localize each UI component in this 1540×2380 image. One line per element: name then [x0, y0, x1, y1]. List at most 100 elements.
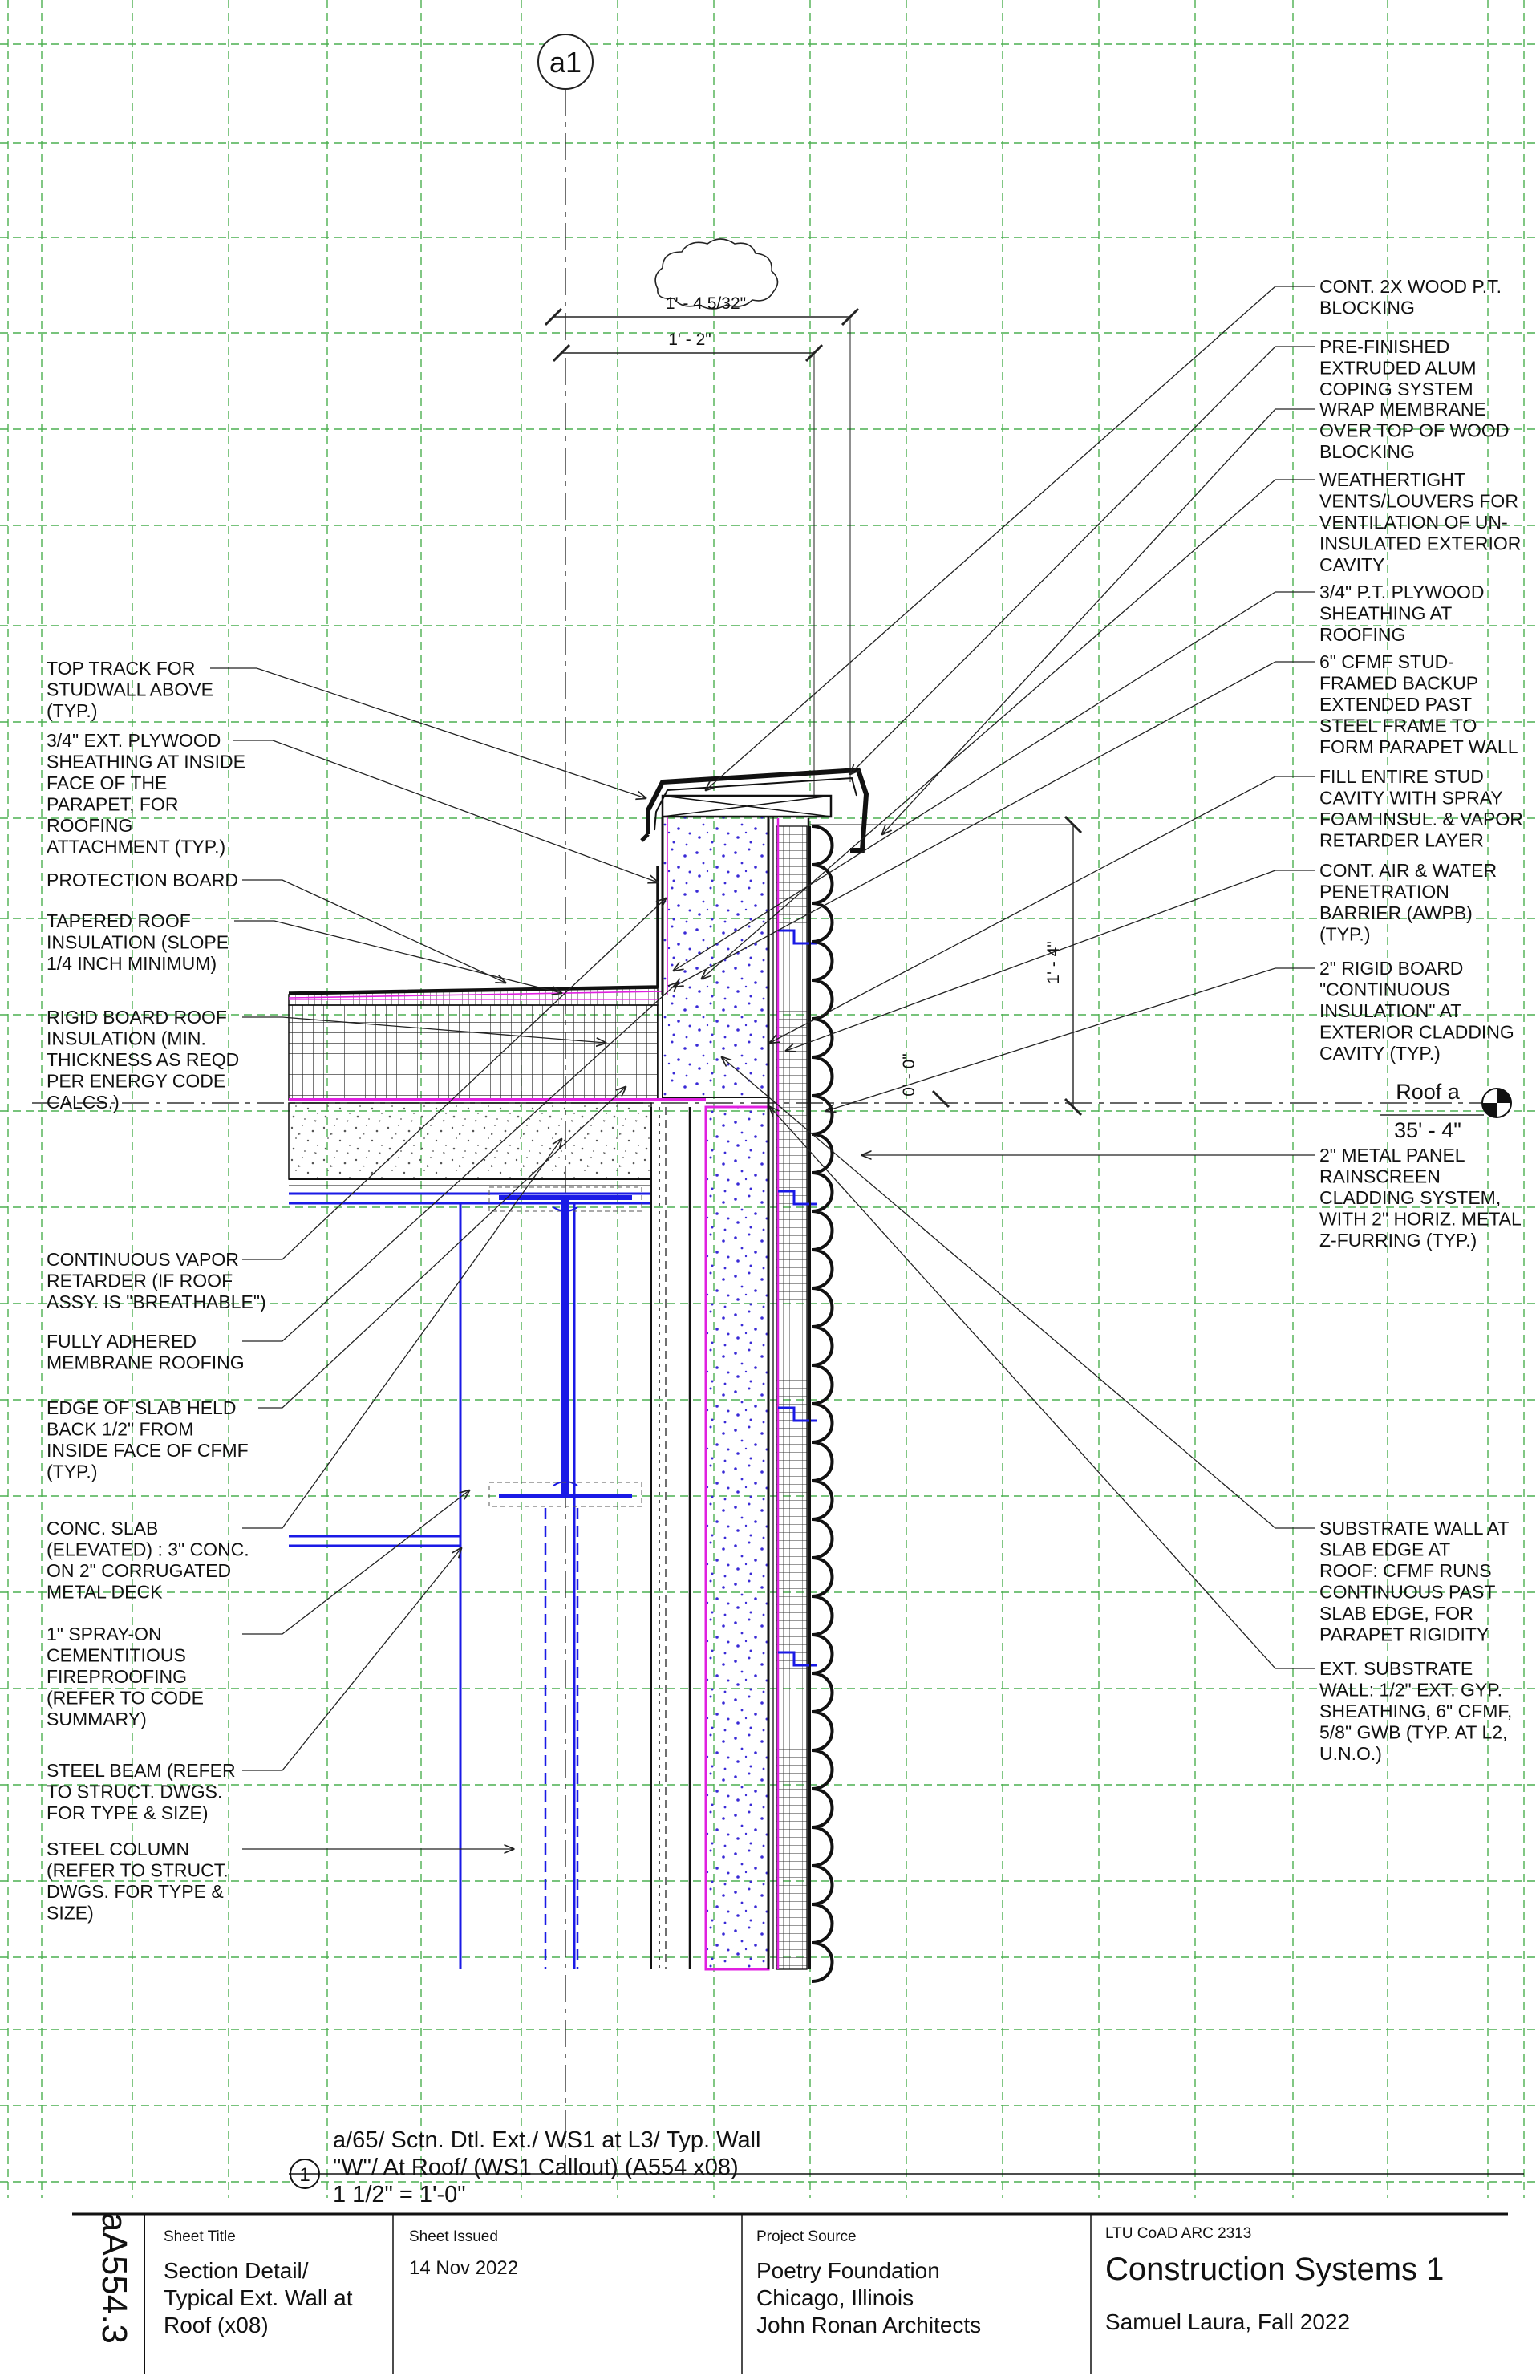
sheet-issued-label: Sheet Issued: [409, 2228, 498, 2245]
note-right-12-line: 5/8" GWB (TYP. AT L2,: [1319, 1722, 1507, 1743]
author: Samuel Laura, Fall 2022: [1105, 2309, 1350, 2334]
roof-membrane: [288, 866, 659, 995]
note-left-8-line: EDGE OF SLAB HELD: [47, 1397, 236, 1418]
note-left-4-line: 1/4 INCH MINIMUM): [47, 953, 217, 974]
level-name: Roof a: [1396, 1080, 1461, 1104]
note-right-7-line: CAVITY WITH SPRAY: [1319, 788, 1503, 809]
note-left-2-line: PARAPET, FOR: [47, 794, 178, 815]
note-left-2-line: FACE OF THE: [47, 772, 167, 793]
note-right-4-line: INSULATED EXTERIOR: [1319, 533, 1521, 554]
note-left-1-line: TOP TRACK FOR: [47, 658, 195, 679]
note-right-11-line: SLAB EDGE, FOR: [1319, 1603, 1473, 1624]
note-right-9-line: CAVITY (TYP.): [1319, 1043, 1441, 1064]
note-right-4-line: VENTILATION OF UN-: [1319, 512, 1508, 533]
note-right-1-line: CONT. 2X WOOD P.T.: [1319, 276, 1502, 297]
note-right-3-line: BLOCKING: [1319, 441, 1415, 462]
note-right-12-line: SHEATHING, 6" CFMF,: [1319, 1701, 1512, 1721]
title-block: aA554.3 Sheet Title Section Detail/ Typi…: [72, 2212, 1508, 2374]
course-title: Construction Systems 1: [1105, 2252, 1444, 2287]
interior-finish: [650, 1107, 691, 1969]
project-source-label: Project Source: [756, 2228, 857, 2245]
note-right-11-line: ROOF: CFMF RUNS: [1319, 1560, 1492, 1581]
note-right-1-line: BLOCKING: [1319, 298, 1415, 318]
note-left-10-line: SUMMARY): [47, 1709, 147, 1729]
rigid-roof-insulation: [288, 1004, 659, 1101]
revision-cloud: [654, 238, 779, 310]
note-left-1-line: (TYP.): [47, 700, 97, 721]
view-scale: 1 1/2" = 1'-0": [333, 2182, 466, 2208]
note-left-3-line: PROTECTION BOARD: [47, 870, 238, 890]
view-title-line1: a/65/ Sctn. Dtl. Ext./ WS1 at L3/ Typ. W…: [333, 2127, 760, 2153]
sheet-title-line3: Roof (x08): [164, 2313, 269, 2337]
note-left-2-line: 3/4" EXT. PLYWOOD: [47, 730, 221, 751]
note-left-7-line: MEMBRANE ROOFING: [47, 1352, 245, 1373]
view-title: 1 a/65/ Sctn. Dtl. Ext./ WS1 at L3/ Typ.…: [289, 2127, 1524, 2208]
wall-spray-foam: [704, 1105, 770, 1971]
roof-assembly: [288, 865, 706, 1186]
note-right-7-line: FILL ENTIRE STUD: [1319, 766, 1484, 787]
note-right-5-line: ROOFING: [1319, 624, 1405, 645]
note-right-9-line: INSULATION" AT: [1319, 1000, 1461, 1021]
project-source-line3: John Ronan Architects: [756, 2313, 981, 2337]
note-left-9-line: METAL DECK: [47, 1582, 163, 1603]
note-right-12-line: U.N.O.): [1319, 1743, 1382, 1764]
note-left-3: PROTECTION BOARD: [47, 870, 238, 890]
note-left-12-line: STEEL COLUMN: [47, 1839, 189, 1859]
wall-assembly: [662, 816, 817, 1971]
note-right-5-line: SHEATHING AT: [1319, 603, 1452, 624]
top-dimensions: 1' - 4 5/32" 1' - 2" 1' - 4" 0' - 0": [544, 238, 1083, 1117]
note-right-11-line: CONTINUOUS PAST: [1319, 1582, 1495, 1603]
note-right-11-line: SLAB EDGE AT: [1319, 1539, 1450, 1560]
note-left-6-line: ASSY. IS "BREATHABLE"): [47, 1291, 266, 1312]
dimension-parapet-height: 1' - 4": [1044, 941, 1063, 983]
note-right-1: CONT. 2X WOOD P.T.BLOCKING: [1319, 276, 1502, 318]
note-left-2-line: ATTACHMENT (TYP.): [47, 837, 225, 858]
note-left-12: STEEL COLUMN(REFER TO STRUCT.DWGS. FOR T…: [47, 1839, 229, 1924]
note-right-6-line: FRAMED BACKUP: [1319, 673, 1478, 694]
note-left-6-line: RETARDER (IF ROOF: [47, 1271, 233, 1291]
view-title-line2: "W"/ At Roof/ (WS1 Callout) (A554 x08): [333, 2155, 739, 2180]
note-right-9-line: EXTERIOR CLADDING: [1319, 1022, 1514, 1043]
note-right-8-line: (TYP.): [1319, 924, 1370, 945]
note-left-5-line: PER ENERGY CODE: [47, 1071, 225, 1092]
parapet-spray-foam: [662, 816, 769, 1098]
sheet-number: aA554.3: [95, 2212, 134, 2344]
dimension-zero: 0' - 0": [900, 1053, 918, 1096]
note-left-9-line: (ELEVATED) : 3" CONC.: [47, 1539, 249, 1560]
note-left-8-line: INSIDE FACE OF CFMF: [47, 1440, 249, 1461]
sheet-issued-date: 14 Nov 2022: [409, 2257, 518, 2279]
course-code: LTU CoAD ARC 2313: [1105, 2225, 1251, 2242]
note-right-12-line: EXT. SUBSTRATE: [1319, 1658, 1473, 1679]
note-right-4-line: VENTS/LOUVERS FOR: [1319, 491, 1518, 512]
note-left-10-line: (REFER TO CODE: [47, 1688, 204, 1709]
project-source-line1: Poetry Foundation: [756, 2258, 940, 2283]
dimension-coping-width: 1' - 4 5/32": [666, 294, 746, 313]
note-left-11-line: FOR TYPE & SIZE): [47, 1802, 209, 1823]
note-left-5-line: CALCS.): [47, 1092, 120, 1113]
note-right-10-line: CLADDING SYSTEM,: [1319, 1187, 1501, 1208]
note-left-4-line: TAPERED ROOF: [47, 910, 191, 931]
note-right-12-line: WALL: 1/2" EXT. GYP.: [1319, 1680, 1502, 1701]
sheet-title-line2: Typical Ext. Wall at: [164, 2285, 353, 2310]
note-left-9-line: ON 2" CORRUGATED: [47, 1560, 231, 1581]
note-left-2-line: ROOFING: [47, 815, 132, 836]
note-left-12-line: (REFER TO STRUCT.: [47, 1860, 229, 1881]
note-left-6-line: CONTINUOUS VAPOR: [47, 1249, 239, 1270]
note-left-1-line: STUDWALL ABOVE: [47, 679, 213, 700]
metal-panel-cladding: [809, 825, 834, 1983]
note-right-6-line: 6" CFMF STUD-: [1319, 651, 1454, 672]
steel-structure: [289, 1186, 650, 1969]
note-left-8-line: BACK 1/2" FROM: [47, 1419, 193, 1440]
